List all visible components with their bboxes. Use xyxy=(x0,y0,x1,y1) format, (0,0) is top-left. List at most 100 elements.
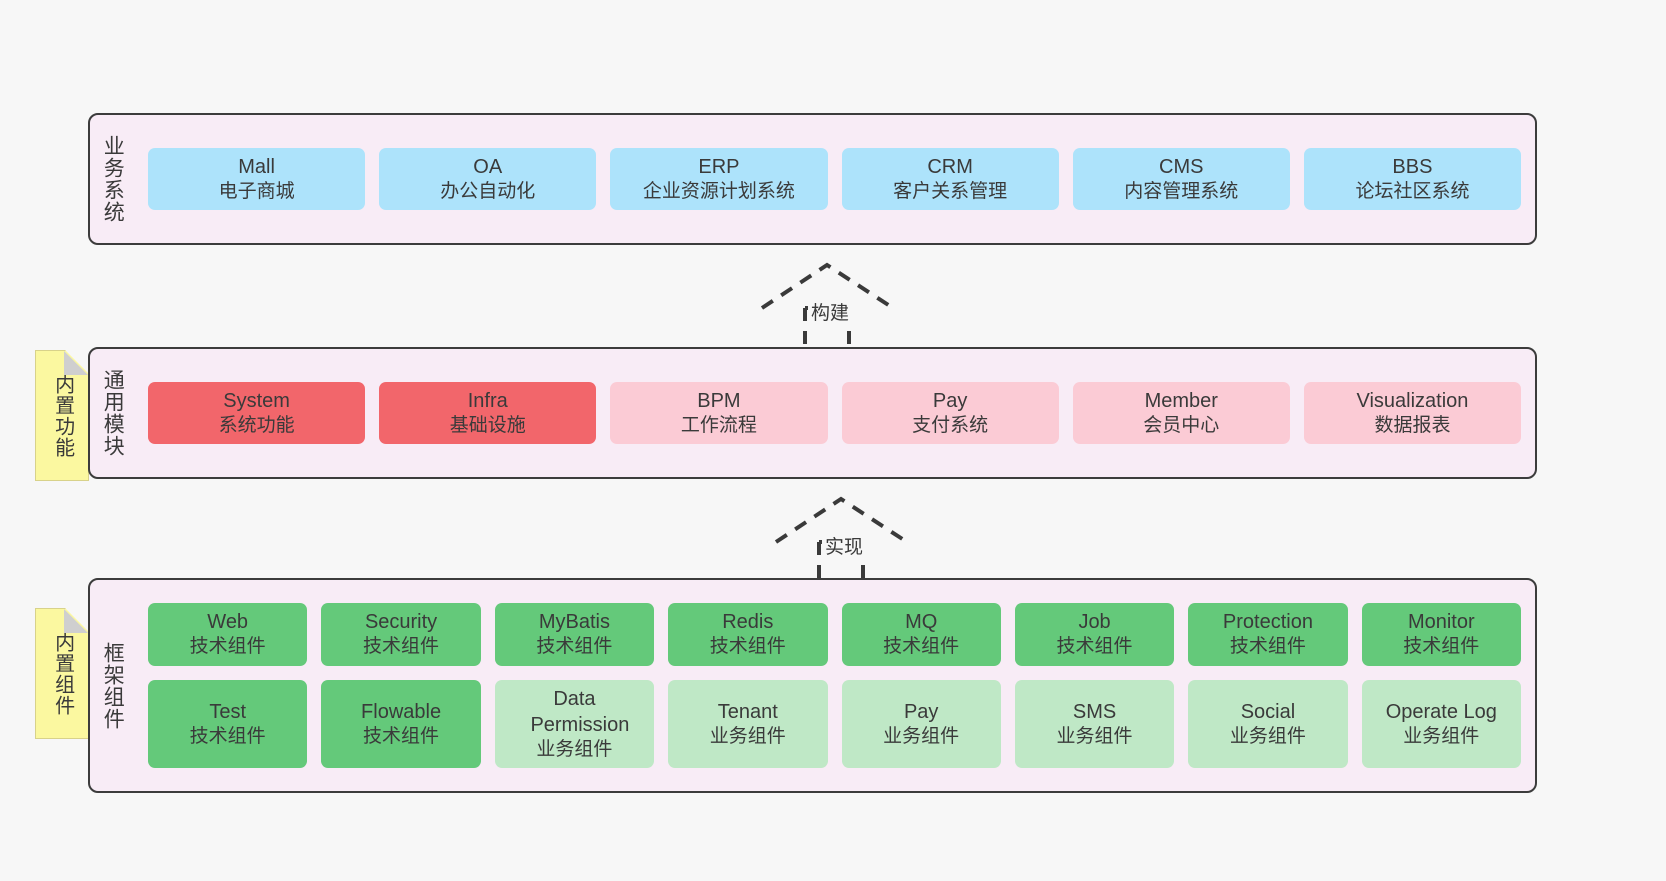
card-subtitle: 技术组件 xyxy=(1403,635,1480,657)
card-title: Flowable xyxy=(361,700,442,723)
card-row: Test 技术组件 Flowable 技术组件 Data Permission … xyxy=(148,679,1521,769)
card-subtitle: 电子商城 xyxy=(218,180,295,202)
card-tenant[interactable]: Tenant 业务组件 xyxy=(668,679,828,769)
card-subtitle: 论坛社区系统 xyxy=(1355,180,1470,202)
card-web[interactable]: Web 技术组件 xyxy=(148,602,308,666)
card-member[interactable]: Member 会员中心 xyxy=(1072,381,1290,445)
folded-corner-icon xyxy=(64,351,88,375)
card-subtitle: 技术组件 xyxy=(189,725,266,747)
card-title: Mall xyxy=(238,155,275,178)
card-system[interactable]: System 系统功能 xyxy=(148,381,366,445)
layer-framework-component: 框架组件 Web 技术组件 Security 技术组件 MyBatis 技术组件… xyxy=(88,578,1537,793)
card-subtitle: 基础设施 xyxy=(449,414,526,436)
card-crm[interactable]: CRM 客户关系管理 xyxy=(841,147,1059,211)
connector-label-implement: 实现 xyxy=(821,532,867,559)
card-row: Mall 电子商城 OA 办公自动化 ERP 企业资源计划系统 CRM 客户关系… xyxy=(148,147,1522,211)
card-title: Member xyxy=(1144,389,1218,412)
card-title: Monitor xyxy=(1407,610,1475,633)
card-subtitle: 业务组件 xyxy=(709,725,786,747)
note-builtin-component: 内置组件 xyxy=(35,608,89,739)
card-title: Test xyxy=(209,700,247,723)
card-job[interactable]: Job 技术组件 xyxy=(1014,602,1175,666)
note-builtin-function: 内置功能 xyxy=(35,350,89,481)
card-subtitle: 客户关系管理 xyxy=(893,180,1008,202)
card-infra[interactable]: Infra 基础设施 xyxy=(379,381,597,445)
card-title: OA xyxy=(473,155,503,178)
card-title: MQ xyxy=(905,610,938,633)
card-mall[interactable]: Mall 电子商城 xyxy=(148,147,366,211)
card-protection[interactable]: Protection 技术组件 xyxy=(1188,602,1348,666)
connector-label-build: 构建 xyxy=(807,298,853,325)
card-title: ERP xyxy=(698,155,740,178)
card-mybatis[interactable]: MyBatis 技术组件 xyxy=(494,602,655,666)
card-subtitle: 技术组件 xyxy=(363,725,440,747)
layer-body-business-system: Mall 电子商城 OA 办公自动化 ERP 企业资源计划系统 CRM 客户关系… xyxy=(134,115,1535,243)
card-oa[interactable]: OA 办公自动化 xyxy=(379,147,597,211)
card-title: CMS xyxy=(1159,155,1204,178)
card-title: Security xyxy=(364,610,438,633)
layer-business-system: 业务系统 Mall 电子商城 OA 办公自动化 ERP 企业资源计划系统 CRM… xyxy=(88,113,1537,245)
card-subtitle: 工作流程 xyxy=(680,414,757,436)
card-title: BPM xyxy=(697,389,741,412)
card-title: Operate Log xyxy=(1385,700,1497,723)
card-security[interactable]: Security 技术组件 xyxy=(321,602,481,666)
card-visualization[interactable]: Visualization 数据报表 xyxy=(1303,381,1522,445)
card-title: Pay xyxy=(932,389,968,412)
card-title: MyBatis xyxy=(538,610,610,633)
card-subtitle: 业务组件 xyxy=(1403,725,1480,747)
card-data-permission[interactable]: Data Permission 业务组件 xyxy=(494,679,655,769)
card-subtitle: 内容管理系统 xyxy=(1124,180,1239,202)
card-title: Visualization xyxy=(1356,389,1469,412)
card-subtitle: 企业资源计划系统 xyxy=(642,180,795,202)
card-monitor[interactable]: Monitor 技术组件 xyxy=(1361,602,1521,666)
card-row: Web 技术组件 Security 技术组件 MyBatis 技术组件 Redi… xyxy=(148,602,1521,666)
card-row: System 系统功能 Infra 基础设施 BPM 工作流程 Pay 支付系统… xyxy=(148,381,1522,445)
card-operate-log[interactable]: Operate Log 业务组件 xyxy=(1361,679,1521,769)
card-bbs[interactable]: BBS 论坛社区系统 xyxy=(1303,147,1522,211)
card-subtitle: 技术组件 xyxy=(189,635,266,657)
card-redis[interactable]: Redis 技术组件 xyxy=(668,602,828,666)
card-subtitle: 业务组件 xyxy=(883,725,960,747)
card-subtitle: 系统功能 xyxy=(218,414,295,436)
card-pay-component[interactable]: Pay 业务组件 xyxy=(841,679,1001,769)
card-pay[interactable]: Pay 支付系统 xyxy=(841,381,1059,445)
card-subtitle: 业务组件 xyxy=(1056,725,1133,747)
card-title: Web xyxy=(207,610,249,633)
card-title: BBS xyxy=(1392,155,1433,178)
layer-body-framework-component: Web 技术组件 Security 技术组件 MyBatis 技术组件 Redi… xyxy=(134,580,1535,791)
card-sms[interactable]: SMS 业务组件 xyxy=(1014,679,1175,769)
card-subtitle: 技术组件 xyxy=(883,635,960,657)
card-subtitle: 办公自动化 xyxy=(440,180,536,202)
card-erp[interactable]: ERP 企业资源计划系统 xyxy=(610,147,828,211)
card-title: CRM xyxy=(927,155,973,178)
folded-corner-icon xyxy=(64,609,88,633)
layer-label-business-system: 业务系统 xyxy=(101,135,125,223)
card-subtitle: 技术组件 xyxy=(536,635,613,657)
card-title: Protection xyxy=(1222,610,1313,633)
card-title: Redis xyxy=(722,610,774,633)
connector-build: 构建 xyxy=(757,262,903,348)
card-title: Infra xyxy=(467,389,508,412)
card-title: Pay xyxy=(903,700,939,723)
card-mq[interactable]: MQ 技术组件 xyxy=(841,602,1001,666)
card-title: SMS xyxy=(1072,700,1117,723)
card-test[interactable]: Test 技术组件 xyxy=(148,679,308,769)
card-title: Data Permission xyxy=(530,687,630,736)
card-subtitle: 支付系统 xyxy=(912,414,989,436)
note-label: 内置组件 xyxy=(51,631,74,716)
card-flowable[interactable]: Flowable 技术组件 xyxy=(321,679,481,769)
card-title: Tenant xyxy=(717,700,778,723)
card-social[interactable]: Social 业务组件 xyxy=(1188,679,1348,769)
layer-label-framework-component: 框架组件 xyxy=(101,641,125,730)
card-bpm[interactable]: BPM 工作流程 xyxy=(610,381,828,445)
card-subtitle: 技术组件 xyxy=(363,635,440,657)
layer-body-common-module: System 系统功能 Infra 基础设施 BPM 工作流程 Pay 支付系统… xyxy=(134,349,1535,477)
card-subtitle: 技术组件 xyxy=(1229,635,1306,657)
card-subtitle: 会员中心 xyxy=(1143,414,1220,436)
card-title: Social xyxy=(1240,700,1296,723)
layer-common-module: 通用模块 System 系统功能 Infra 基础设施 BPM 工作流程 Pay… xyxy=(88,347,1537,479)
card-subtitle: 数据报表 xyxy=(1374,414,1451,436)
card-cms[interactable]: CMS 内容管理系统 xyxy=(1072,147,1290,211)
card-subtitle: 业务组件 xyxy=(1229,725,1306,747)
